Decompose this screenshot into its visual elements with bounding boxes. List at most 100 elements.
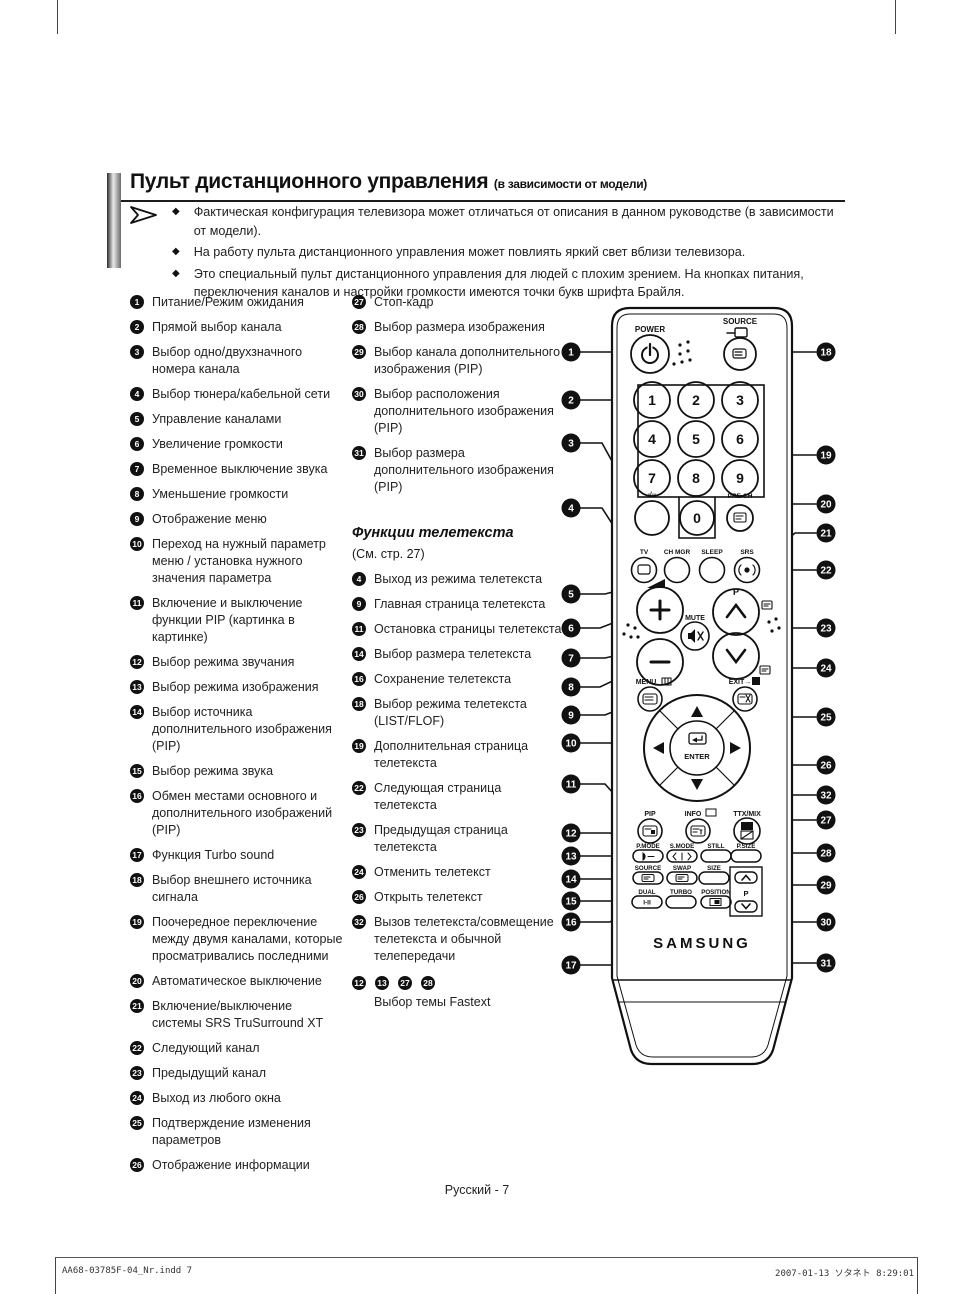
callout-number: 20 (820, 500, 832, 511)
ttxmix-button (733, 817, 761, 845)
callout-badge: 26 (130, 1158, 144, 1172)
callout-badge: 19 (130, 915, 144, 929)
sleep-button (698, 556, 726, 584)
exit-button (732, 686, 758, 712)
callout-number: 26 (820, 761, 832, 772)
chevron-down-icon (725, 648, 747, 665)
print-rule (55, 1257, 918, 1258)
callout-badge: 30 (352, 387, 366, 401)
source2-icon (641, 874, 655, 882)
callout-badge: 8 (130, 487, 144, 501)
callout-number: 25 (820, 713, 832, 724)
pip-chevron-down-icon (741, 903, 751, 910)
callout-badge: 20 (130, 974, 144, 988)
still-label: STILL (707, 843, 724, 850)
tv-icon (637, 564, 651, 575)
teletext-subheading: (См. стр. 27) (352, 547, 425, 561)
section-accent-bar (107, 173, 121, 268)
callout-number: 19 (820, 451, 832, 462)
callout-badge: 25 (130, 1116, 144, 1130)
pip-chevron-up-icon (741, 874, 751, 881)
position-label: POSITION (701, 889, 731, 896)
callout-badge: 27 (398, 976, 412, 990)
info-box-icon (705, 808, 717, 817)
callout-number: 22 (820, 566, 832, 577)
callout-number: 7 (568, 654, 574, 665)
callout-number: 4 (568, 504, 574, 515)
dual-label: DUAL (638, 889, 655, 896)
position-icon (709, 898, 722, 906)
callout-badge: 31 (352, 446, 366, 460)
one-two-digit-label: -/-- (648, 491, 656, 498)
remote-control-figure: POWER SOURCE (550, 290, 870, 1095)
digit-0: 0 (693, 510, 701, 526)
crop-mark-bottom-left (55, 1257, 56, 1294)
notes-block: ◆ Фактическая конфигурация телевизора мо… (172, 203, 844, 305)
source-input-icon (726, 327, 748, 338)
note-item: ◆ Фактическая конфигурация телевизора мо… (172, 203, 844, 240)
ttxmix-label: TTX/MIX (733, 811, 761, 818)
menu-button (637, 686, 663, 712)
exit-label: EXIT→ (729, 679, 752, 686)
pip-button (637, 818, 663, 844)
note-arrow-icon (128, 203, 160, 232)
pmode-label: P.MODE (636, 843, 660, 850)
braille-dots-channel (767, 617, 781, 633)
prech-glyph-icon (733, 512, 747, 523)
exit-glyph-icon (737, 693, 753, 705)
digit-9: 9 (736, 470, 744, 486)
callout-number: 29 (820, 881, 832, 892)
callout-number: 13 (565, 852, 577, 863)
callout-number: 9 (568, 711, 574, 722)
enter-label: ENTER (684, 752, 710, 761)
mute-speaker-icon (688, 629, 704, 643)
callout-badge: 1 (130, 295, 144, 309)
callout-badge: 22 (130, 1041, 144, 1055)
crop-mark-top-left (57, 0, 58, 34)
mute-label: MUTE (685, 615, 705, 622)
position-button (700, 895, 732, 909)
callout-badge: 12 (130, 655, 144, 669)
callout-badge: 2 (130, 320, 144, 334)
dual-button (631, 895, 663, 909)
page-title: Пульт дистанционного управления (в завис… (130, 170, 850, 194)
callout-badge: 16 (130, 789, 144, 803)
callout-badge: 4 (130, 387, 144, 401)
print-timestamp: 2007-01-13 ソタネト 8:29:01 (775, 1269, 914, 1279)
digit-3: 3 (736, 392, 744, 408)
menu-box-icon (661, 677, 672, 686)
prech-label: PRE-CH (728, 493, 753, 500)
exit-box-icon (752, 677, 760, 685)
power-label: POWER (635, 325, 665, 334)
digit-4: 4 (648, 431, 656, 447)
callout-badge: 27 (352, 295, 366, 309)
teletext-heading: Функции телетекста (352, 525, 514, 541)
source2-button (632, 871, 664, 885)
callout-badge: 21 (130, 999, 144, 1013)
pip-channel-p-label: P (743, 889, 748, 898)
callout-badge: 32 (352, 915, 366, 929)
note-item: ◆ На работу пульта дистанционного управл… (172, 243, 844, 262)
